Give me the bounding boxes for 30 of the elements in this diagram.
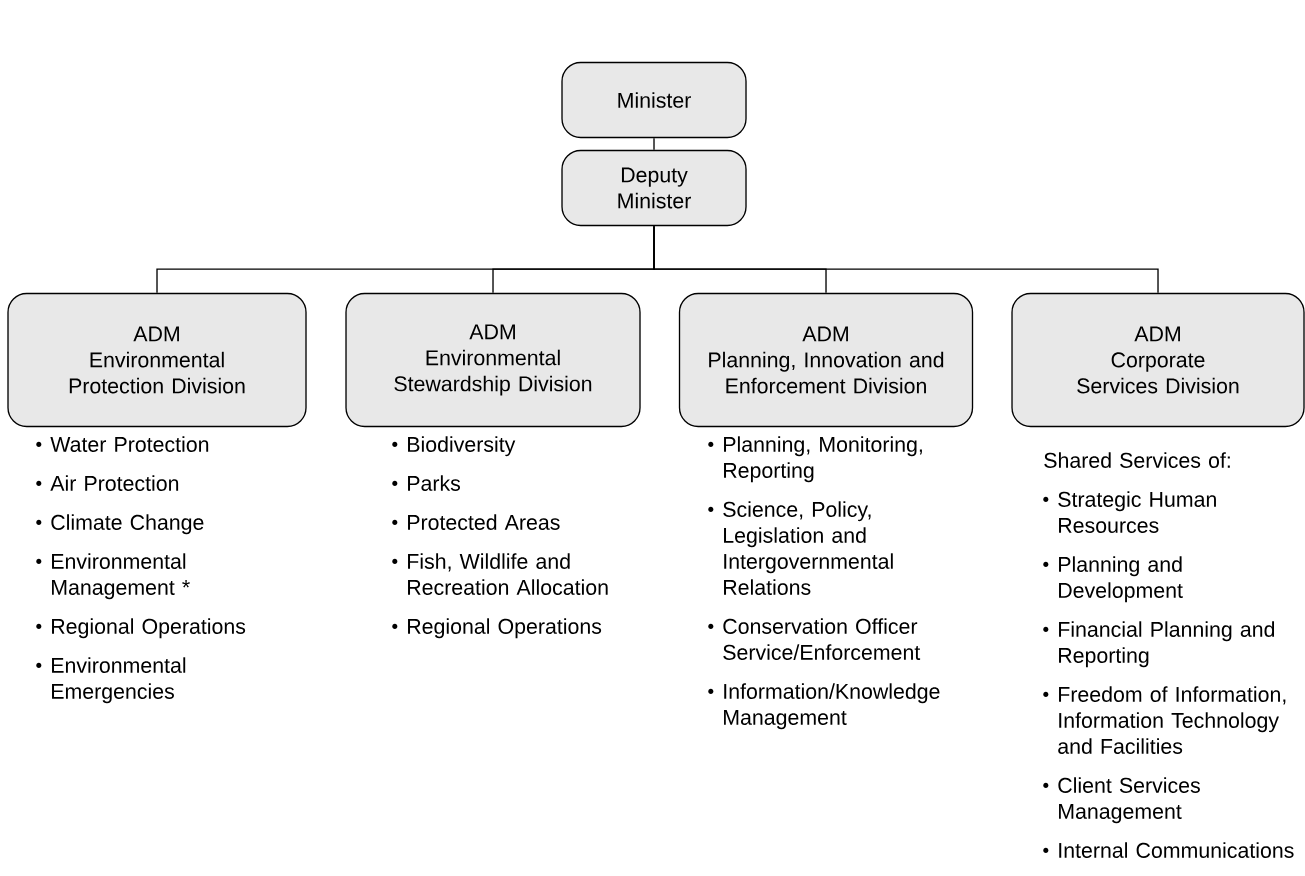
bullet-item: Biodiversity: [408, 436, 516, 457]
connector-line: [653, 225, 1159, 294]
bullet-item: Protected Areas: [408, 514, 560, 530]
org-box: ADM Environmental Protection Division: [7, 292, 307, 428]
bullet-item: Regional Operations: [52, 618, 246, 639]
list-heading: Shared Services of:: [1044, 452, 1230, 468]
bullet-item: Internal Communications: [1059, 842, 1294, 858]
bullet-item: Parks: [408, 475, 461, 491]
connector-line: [653, 137, 655, 151]
bullet-item: Financial Planning and Reporting: [1059, 621, 1275, 668]
org-box: Minister: [561, 61, 747, 139]
bullet-item: Client Services Management: [1058, 777, 1200, 824]
bullet-item: Strategic Human Resources: [1058, 491, 1216, 533]
bullet-item: Regional Operations: [408, 618, 602, 639]
bullet-item: Planning, Monitoring, Reporting: [724, 436, 922, 483]
bullet-item: Science, Policy, Legislation and Intergovernmental Relations: [723, 501, 893, 595]
bullet-item: Climate Change: [51, 514, 204, 535]
bullet-item: Information/Knowledge Management: [724, 683, 940, 730]
bullet-item: Fish, Wildlife and Recreation Allocation: [408, 553, 608, 595]
org-box: ADM Corporate Services Division: [1011, 292, 1305, 428]
org-box: ADM Environmental Stewardship Division: [345, 292, 641, 428]
bullet-item: Conservation Officer Service/Enforcement: [723, 618, 921, 660]
bullet-item: Freedom of Information, Information Technology and Facilities: [1058, 686, 1286, 754]
bullet-item: Planning and Development: [1059, 556, 1183, 603]
org-box: Deputy Minister: [561, 149, 747, 227]
bullet-item: Water Protection: [50, 436, 209, 452]
org-box: ADM Planning, Innovation and Enforcement Division: [678, 292, 974, 428]
bullet-item: Air Protection: [50, 475, 179, 491]
bullet-item: Environmental Management *: [52, 553, 190, 600]
bullet-item: Environmental Emergencies: [52, 657, 186, 704]
